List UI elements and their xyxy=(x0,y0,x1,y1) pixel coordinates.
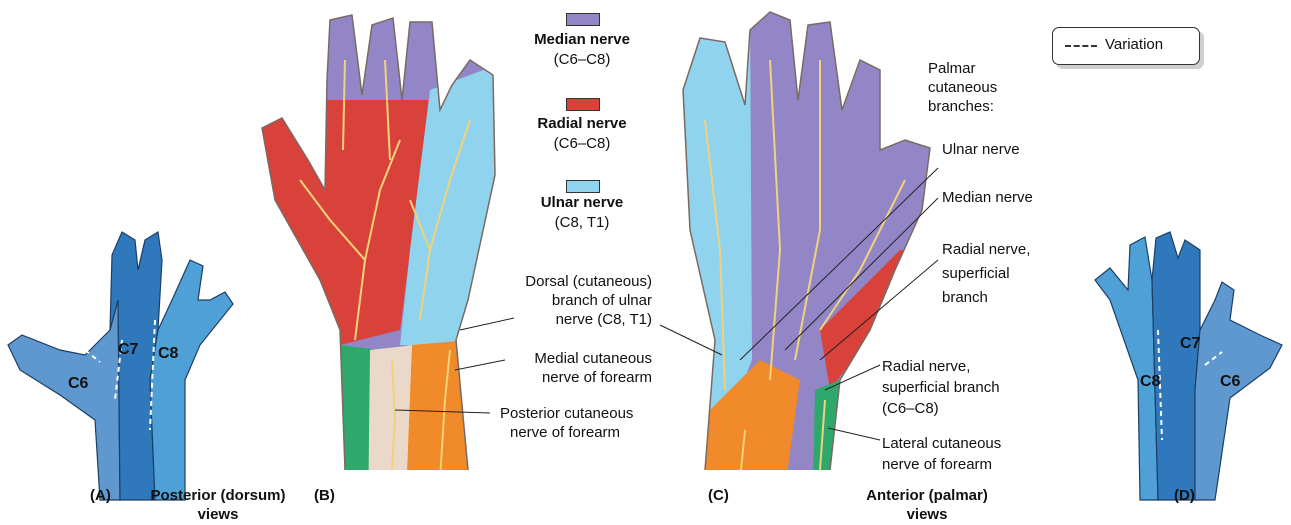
legend-ulnar-roots: (C8, T1) xyxy=(520,213,644,232)
lateral-cutaneous-label-1: Lateral cutaneous xyxy=(882,434,1001,453)
dorsal-branch-label-3: nerve (C8, T1) xyxy=(480,310,652,329)
ulnar-swatch xyxy=(566,180,600,193)
dorsal-branch-label-2: branch of ulnar xyxy=(480,291,652,310)
caption-anterior-1: Anterior (palmar) xyxy=(846,486,1008,505)
hand-d-c6-label: C6 xyxy=(1220,372,1240,391)
radial-superficial2-label-2: superficial branch xyxy=(882,378,1000,397)
caption-c: (C) xyxy=(708,486,729,505)
legend-median-name: Median nerve xyxy=(520,30,644,49)
hand-d-dermatomes xyxy=(1095,232,1282,500)
hand-a-c6-label: C6 xyxy=(68,374,88,393)
medial-cutaneous-label-1: Medial cutaneous xyxy=(480,349,652,368)
radial-superficial-label-1: Radial nerve, xyxy=(942,240,1030,259)
hand-a-c7-label: C7 xyxy=(118,340,138,359)
palmar-label-3: branches: xyxy=(928,97,994,116)
caption-posterior-2: views xyxy=(130,505,306,524)
hand-d-c8-label: C8 xyxy=(1140,372,1160,391)
variation-label: Variation xyxy=(1105,36,1163,53)
caption-b: (B) xyxy=(314,486,335,505)
caption-d: (D) xyxy=(1174,486,1195,505)
hand-a-dermatomes xyxy=(8,232,233,500)
palmar-label-1: Palmar xyxy=(928,59,976,78)
radial-swatch xyxy=(566,98,600,111)
caption-posterior-1: Posterior (dorsum) xyxy=(130,486,306,505)
dorsal-branch-label-1: Dorsal (cutaneous) xyxy=(480,272,652,291)
radial-superficial-label-2: superficial xyxy=(942,264,1010,283)
medial-cutaneous-label-2: nerve of forearm xyxy=(480,368,652,387)
radial-superficial2-label-3: (C6–C8) xyxy=(882,399,939,418)
radial-superficial2-label-1: Radial nerve, xyxy=(882,357,970,376)
hand-b-nerves xyxy=(250,0,510,525)
palmar-ulnar-label: Ulnar nerve xyxy=(942,140,1020,159)
posterior-cutaneous-label-1: Posterior cutaneous xyxy=(500,404,633,423)
hand-a-c6-region xyxy=(8,300,120,500)
caption-a: (A) xyxy=(90,486,111,505)
median-swatch xyxy=(566,13,600,26)
legend-radial-name: Radial nerve xyxy=(520,114,644,133)
legend-radial-roots: (C6–C8) xyxy=(520,134,644,153)
legend-ulnar-name: Ulnar nerve xyxy=(520,193,644,212)
posterior-cutaneous-label-2: nerve of forearm xyxy=(510,423,620,442)
radial-superficial-label-3: branch xyxy=(942,288,988,307)
palmar-median-label: Median nerve xyxy=(942,188,1033,207)
dashed-line-icon xyxy=(1065,45,1097,47)
hand-d-c8-region xyxy=(1095,237,1158,500)
hand-a-c8-region xyxy=(150,260,233,500)
caption-anterior-2: views xyxy=(846,505,1008,524)
hand-d-c6-region xyxy=(1195,282,1282,500)
variation-key: Variation xyxy=(1052,27,1200,65)
legend-median-roots: (C6–C8) xyxy=(520,50,644,69)
lateral-cutaneous-label-2: nerve of forearm xyxy=(882,455,992,474)
hand-d-c7-label: C7 xyxy=(1180,334,1200,353)
palmar-label-2: cutaneous xyxy=(928,78,997,97)
hand-a-c8-label: C8 xyxy=(158,344,178,363)
